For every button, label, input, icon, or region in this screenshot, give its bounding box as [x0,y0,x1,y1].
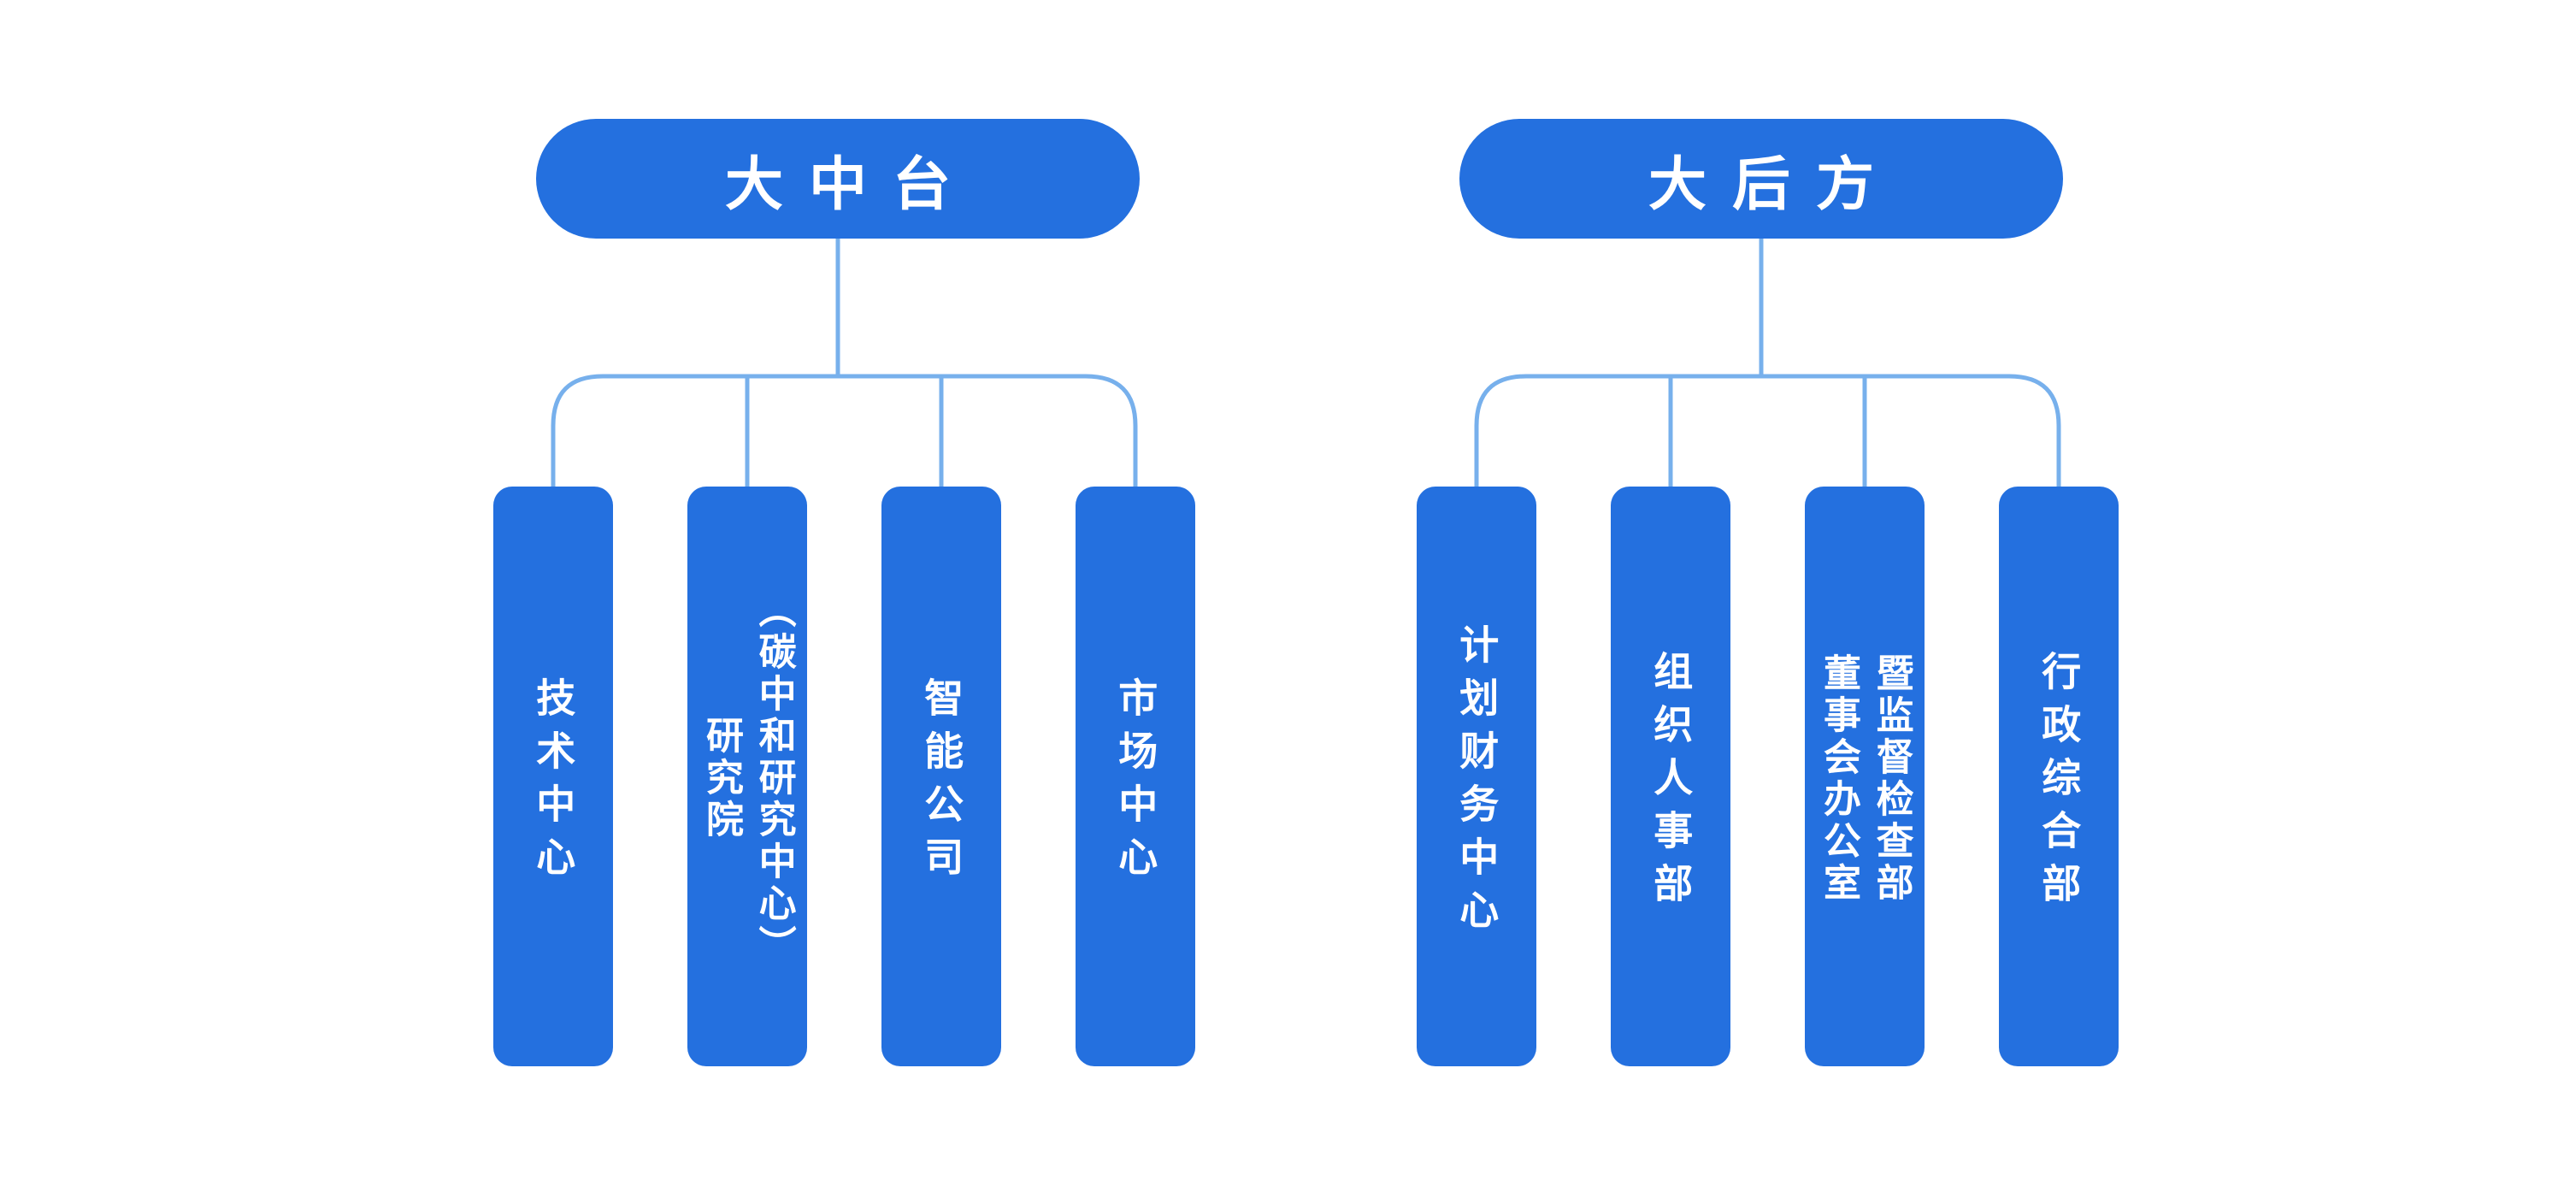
root-node-middle-platform[interactable]: 大中台 [536,119,1140,239]
root-node-label: 大中台 [724,151,976,217]
dept-node-label: 智能公司 [919,677,964,889]
dept-node-label: 组织人事部 [1648,651,1694,916]
dept-node-label: 行政综合部 [2037,651,2082,916]
dept-node-tech-center[interactable]: 技术中心 [493,487,613,1066]
root-node-label: 大后方 [1648,151,1900,217]
connector-left-bus [551,374,1138,487]
dept-node-research-institute[interactable]: 研究院 （碳中和研究中心） [687,487,807,1066]
dept-node-board-office-supervision-dept[interactable]: 董事会办公室 暨监督检查部 [1805,487,1925,1066]
root-node-rear-support[interactable]: 大后方 [1459,119,2063,239]
dept-node-label: 市场中心 [1113,677,1158,889]
dept-node-planning-finance-center[interactable]: 计划财务中心 [1417,487,1536,1066]
dept-node-label: 计划财务中心 [1454,624,1500,942]
dept-node-label: 技术中心 [531,677,576,889]
connector-stroke-group [551,239,2061,487]
dept-node-label: 研究院 （碳中和研究中心） [700,590,795,967]
dept-node-label: 董事会办公室 暨监督检查部 [1818,652,1913,905]
connector-right-bus [1474,374,2061,487]
dept-node-admin-general-dept[interactable]: 行政综合部 [1999,487,2119,1066]
dept-node-intelligent-company[interactable]: 智能公司 [881,487,1001,1066]
dept-node-market-center[interactable]: 市场中心 [1076,487,1195,1066]
dept-node-org-personnel-dept[interactable]: 组织人事部 [1611,487,1730,1066]
